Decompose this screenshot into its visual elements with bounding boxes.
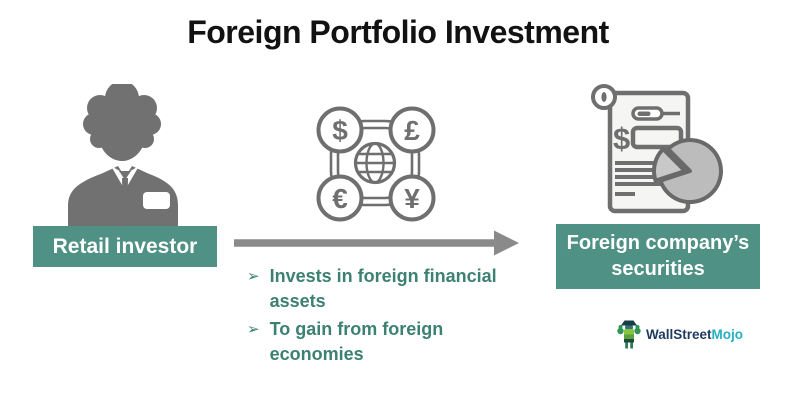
flow-bullet-list: ➢ Invests in foreign financial assets ➢ … (247, 264, 505, 370)
pound-symbol: £ (404, 115, 420, 146)
wallstreetmojo-mascot-icon (617, 320, 641, 349)
person-tie (119, 171, 131, 202)
retail-investor-label: Retail investor (33, 226, 217, 267)
bullet-text: To gain from foreign economies (269, 319, 444, 364)
businessman-icon (68, 84, 178, 226)
bullet-item: ➢ Invests in foreign financial assets (247, 264, 505, 314)
foreign-securities-label: Foreign company’s securities (556, 224, 760, 289)
bullet-text: Invests in foreign financial assets (269, 266, 497, 311)
arrowhead-bullet-icon: ➢ (247, 267, 260, 285)
financial-report-pie-icon: $ (591, 84, 723, 214)
globe-icon (353, 141, 397, 185)
bullet-item: ➢ To gain from foreign economies (247, 317, 505, 367)
person-badge (143, 192, 170, 209)
document-dollar-sign: $ (613, 121, 630, 156)
network-ring (329, 119, 421, 207)
dollar-symbol: $ (332, 115, 348, 146)
logo-wallstreet-text: WallStreet (646, 326, 712, 342)
arrowhead-bullet-icon: ➢ (247, 320, 260, 338)
logo-wordmark: WallStreetMojo (646, 327, 743, 342)
euro-symbol: € (332, 183, 348, 214)
logo-mojo-text: Mojo (711, 326, 744, 342)
document-slider-icon (631, 106, 680, 121)
global-currency-network-icon: $ £ € ¥ (316, 106, 436, 222)
wallstreetmojo-logo: WallStreetMojo (616, 317, 743, 351)
currency-circles: $ £ € ¥ (316, 106, 436, 222)
person-head (83, 84, 161, 161)
page-title: Foreign Portfolio Investment (187, 14, 609, 50)
document-pin-icon (591, 84, 617, 110)
document-amount-box (630, 125, 684, 150)
pie-chart-icon (652, 138, 723, 204)
yen-symbol: ¥ (404, 183, 420, 214)
